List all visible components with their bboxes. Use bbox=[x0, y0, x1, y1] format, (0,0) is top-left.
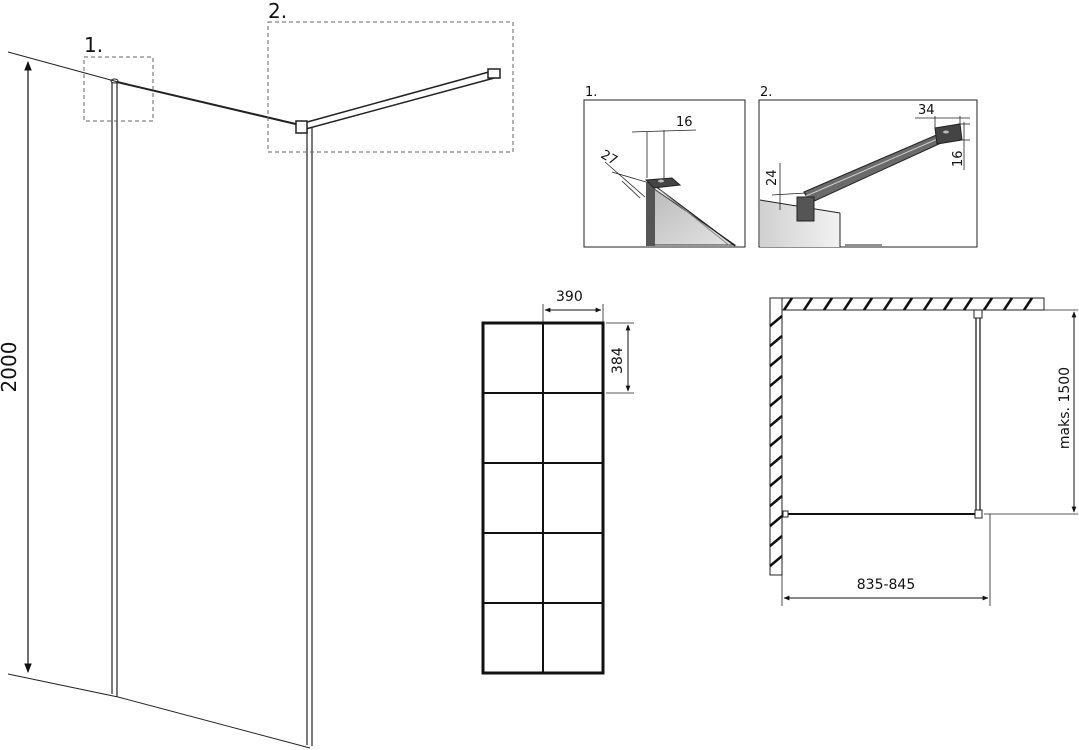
detail-2: 2. 24 34 16 bbox=[758, 85, 978, 248]
detail-2-label: 2. bbox=[760, 85, 772, 100]
overview-drawing: 2000 1. 2. bbox=[0, 0, 514, 749]
detail-2-top-dim: 34 bbox=[918, 103, 935, 118]
callout-label-1: 1. bbox=[84, 33, 103, 57]
grid-cell-height-label: 384 bbox=[610, 347, 626, 374]
detail-1-label: 1. bbox=[585, 85, 597, 100]
grid-pattern-panel: 390 384 bbox=[481, 289, 634, 675]
detail-2-height-dim: 24 bbox=[765, 169, 780, 186]
glass-panel bbox=[116, 81, 313, 746]
height-dimension-label: 2000 bbox=[0, 342, 21, 393]
detail-2-side-dim: 16 bbox=[951, 150, 966, 167]
callout-box-2 bbox=[267, 21, 514, 153]
detail-1-width-dim: 16 bbox=[676, 115, 693, 130]
stabilizer-bar bbox=[295, 68, 501, 134]
plan-depth-label: maks. 1500 bbox=[1057, 367, 1073, 449]
callout-label-2: 2. bbox=[268, 0, 287, 23]
plan-walls bbox=[769, 297, 1045, 576]
plan-view: maks. 1500 835-845 bbox=[769, 297, 1078, 606]
detail-1-angle-dim: 27 bbox=[598, 147, 620, 168]
callout-box-1 bbox=[83, 56, 154, 122]
detail-1: 1. 16 27 bbox=[583, 85, 746, 248]
grid-cell-width-label: 390 bbox=[556, 289, 583, 305]
plan-width-label: 835-845 bbox=[857, 577, 916, 593]
wall-profile bbox=[110, 78, 119, 697]
